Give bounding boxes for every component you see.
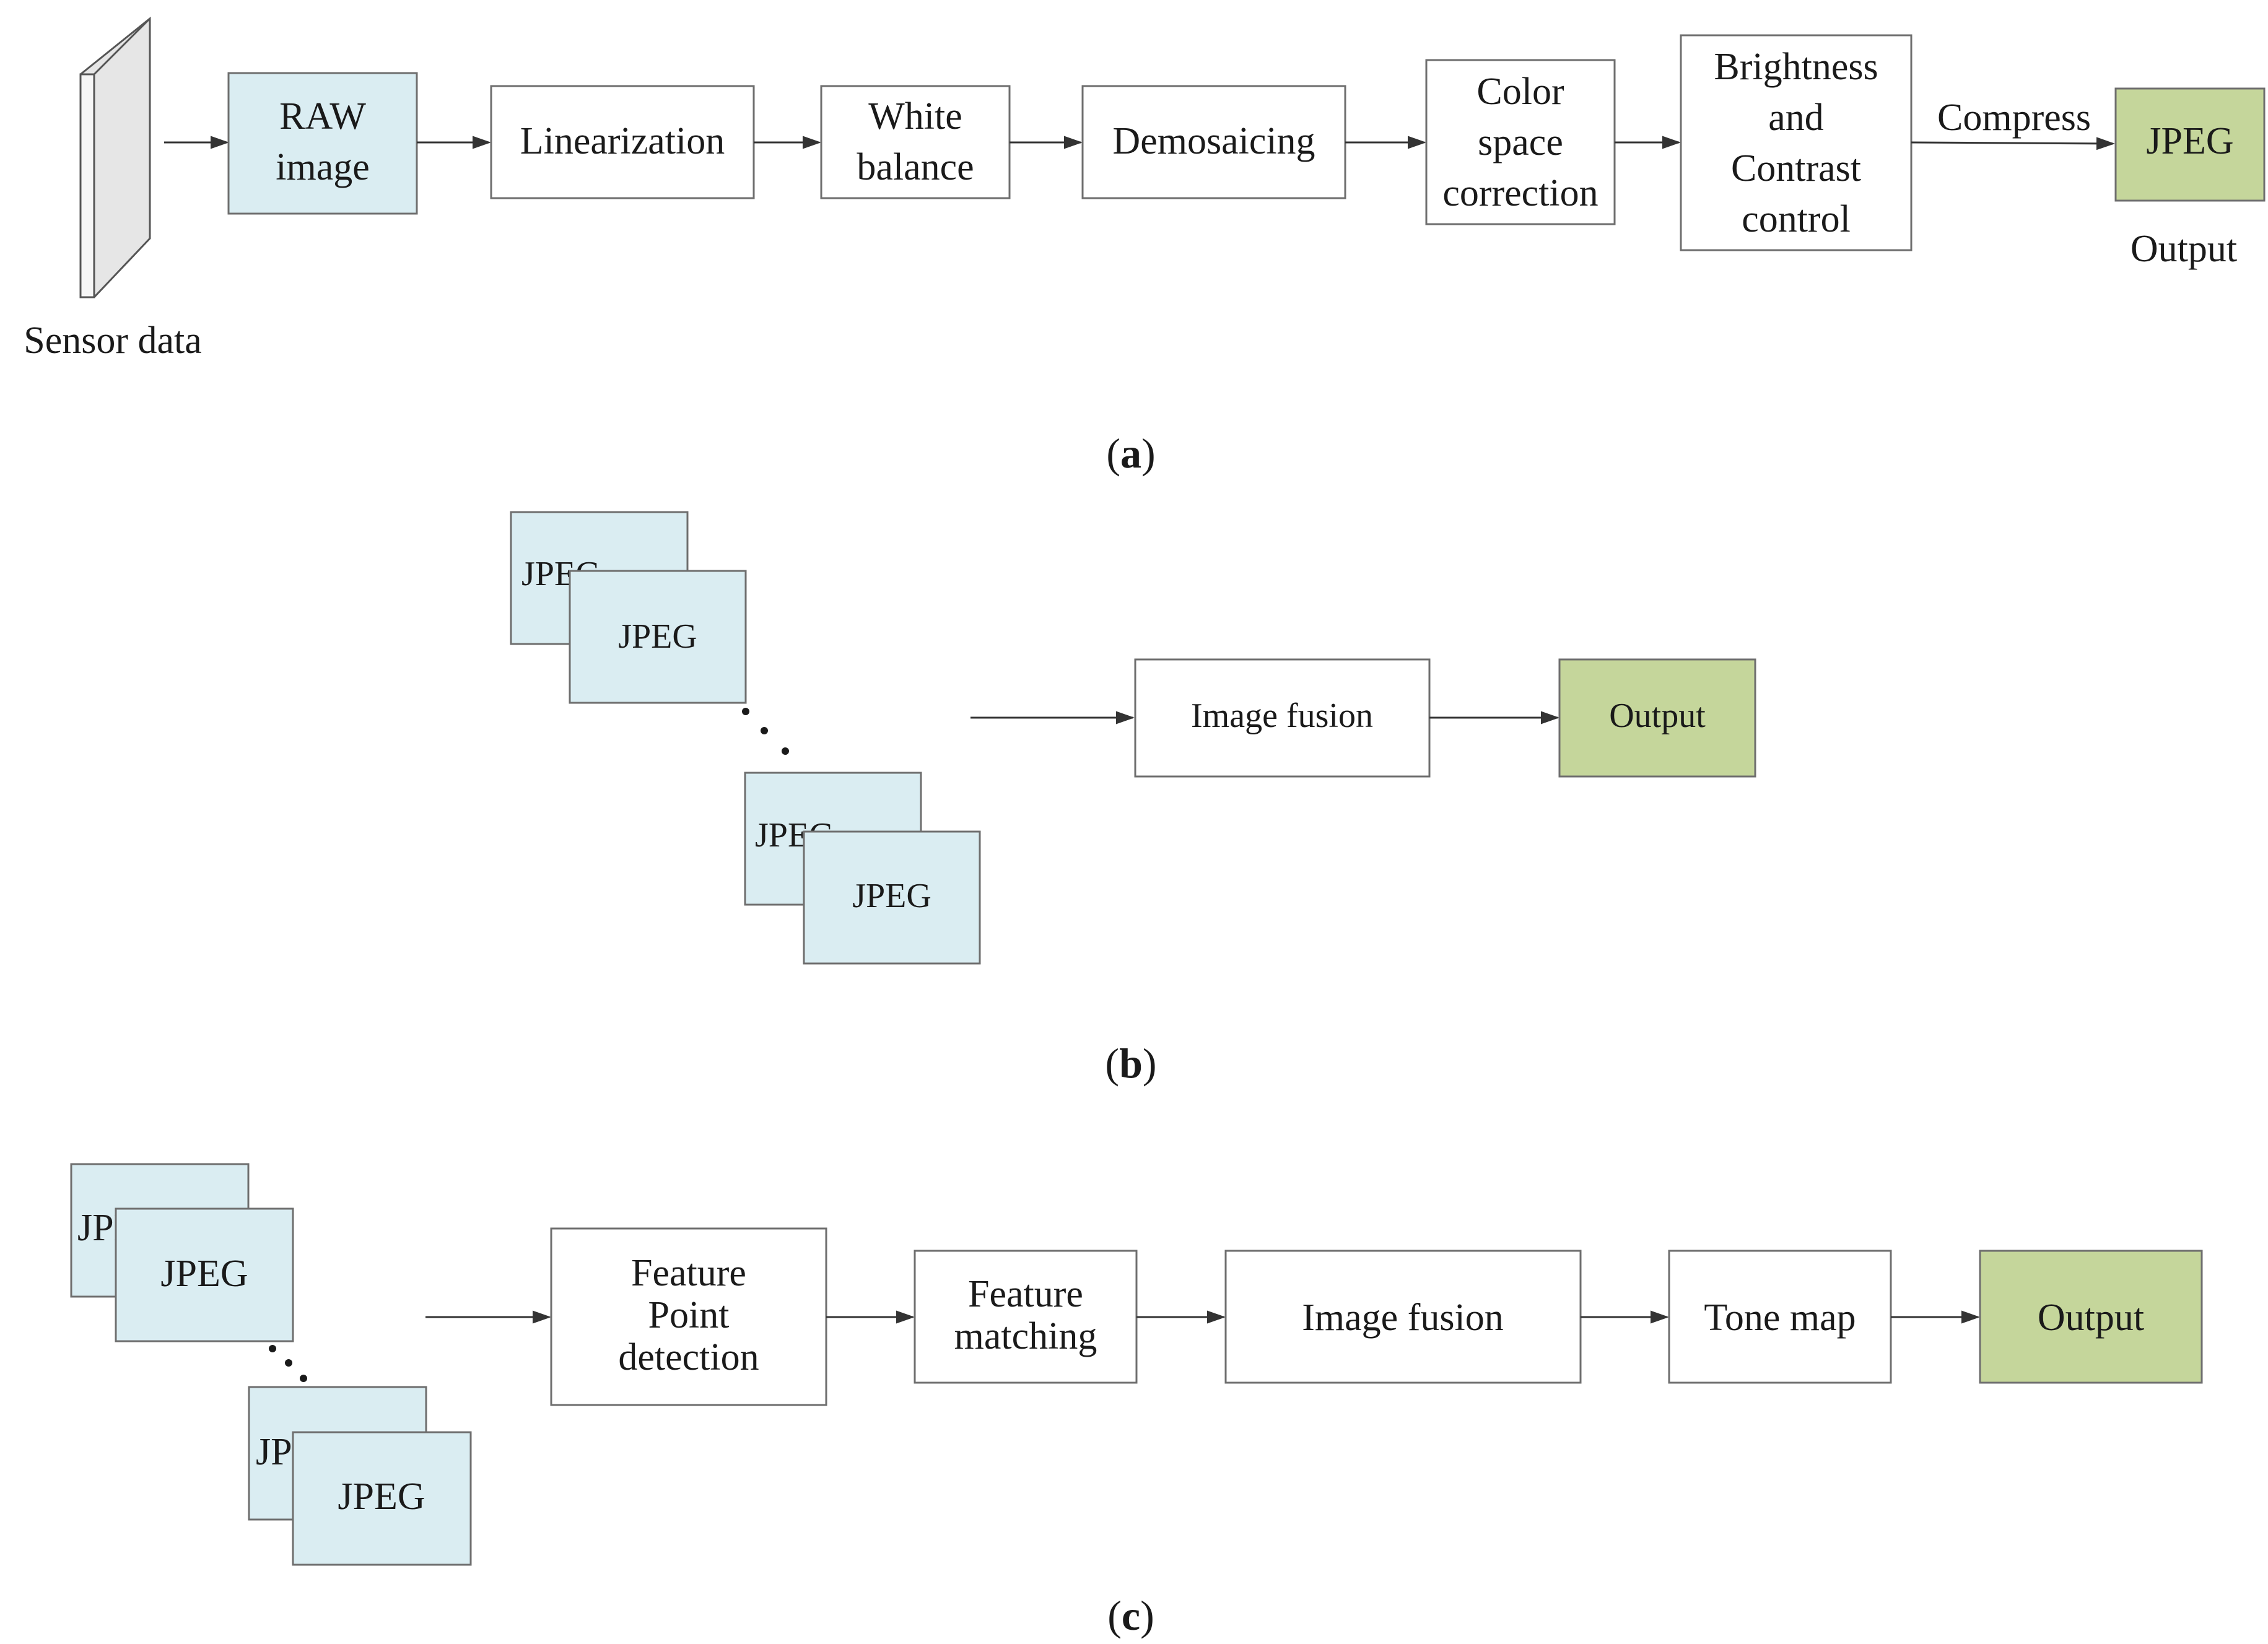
output-box: Output	[1979, 1250, 2203, 1384]
jpeg-input-front-label: JPEG	[618, 617, 697, 656]
jpeg-input-front-label: JPEG	[160, 1253, 248, 1295]
ellipsis-dots	[269, 1345, 307, 1382]
ellipsis-dots	[742, 708, 789, 755]
caption-c: (c)	[1107, 1592, 1154, 1639]
output-box: Output	[1558, 658, 1756, 778]
panel-c: JPEG JPEG JPEG JPEG Feature Point detect…	[70, 1163, 2203, 1639]
white-balance-box: White balance	[820, 85, 1011, 199]
image-fusion-box: Image fusion	[1134, 658, 1431, 778]
compress-label: Compress	[1937, 97, 2091, 139]
feature-matching-label-line2: matching	[954, 1315, 1097, 1357]
tone-map-label: Tone map	[1704, 1297, 1856, 1339]
raw-image-label-line1: RAW	[279, 95, 366, 137]
caption-a: (a)	[1106, 430, 1155, 477]
output-box-label: Output	[1609, 697, 1706, 735]
feature-point-label-line1: Feature	[631, 1252, 746, 1294]
output-box-label: Output	[2038, 1297, 2144, 1339]
feature-point-label-line3: detection	[618, 1336, 759, 1378]
jpeg-output-label: JPEG	[2146, 120, 2233, 162]
feature-point-label-line2: Point	[648, 1294, 730, 1336]
jpeg-input-front-label: JPEG	[338, 1476, 425, 1518]
image-fusion-label: Image fusion	[1191, 697, 1373, 735]
raw-image-label-line2: image	[276, 146, 370, 188]
brightness-label-line4: control	[1742, 198, 1851, 240]
white-balance-label-line1: White	[868, 95, 962, 137]
brightness-label-line3: Contrast	[1731, 147, 1861, 189]
jpeg-input-front	[115, 1207, 294, 1342]
demosaicing-box: Demosaicing	[1081, 85, 1346, 199]
color-space-label-line3: correction	[1442, 172, 1598, 214]
color-space-correction-box: Color space correction	[1425, 59, 1616, 225]
feature-point-detection-box: Feature Point detection	[550, 1227, 827, 1406]
jpeg-input-front	[292, 1431, 472, 1566]
image-fusion-box: Image fusion	[1224, 1250, 1582, 1384]
linearization-label: Linearization	[520, 120, 725, 162]
feature-matching-box: Feature matching	[914, 1250, 1138, 1384]
jpeg-input-front	[569, 570, 747, 704]
color-space-label-line1: Color	[1476, 71, 1564, 113]
image-fusion-label: Image fusion	[1302, 1297, 1503, 1339]
output-label: Output	[2131, 228, 2237, 270]
linearization-box: Linearization	[490, 85, 755, 199]
brightness-label-line1: Brightness	[1714, 46, 1878, 88]
arrow-compress	[1911, 137, 2115, 150]
raw-image-box: RAW image	[227, 72, 418, 215]
white-balance-label-line2: balance	[857, 146, 974, 188]
feature-matching-label-line1: Feature	[968, 1273, 1083, 1315]
sensor-data-label: Sensor data	[24, 320, 202, 362]
jpeg-input-stack-top: JPEG JPEG	[510, 511, 747, 704]
jpeg-input-front	[803, 830, 981, 965]
brightness-contrast-box: Brightness and Contrast control	[1680, 34, 1913, 251]
caption-b: (b)	[1105, 1040, 1156, 1087]
sensor-plate-icon	[79, 16, 151, 298]
panel-b: JPEG JPEG JPEG JPEG Image fusion Output	[510, 511, 1756, 1087]
demosaicing-label: Demosaicing	[1112, 120, 1315, 162]
jpeg-input-front-label: JPEG	[852, 877, 931, 915]
tone-map-box: Tone map	[1668, 1250, 1892, 1384]
panel-a: Sensor data RAW image Linearization Whit…	[24, 16, 2266, 477]
jpeg-output-box: JPEG	[2114, 87, 2266, 202]
jpeg-input-stack-top: JPEG JPEG	[70, 1163, 294, 1342]
color-space-label-line2: space	[1478, 121, 1563, 163]
jpeg-input-stack-bottom: JPEG JPEG	[248, 1386, 472, 1566]
jpeg-input-stack-bottom: JPEG JPEG	[744, 772, 981, 965]
brightness-label-line2: and	[1768, 97, 1824, 139]
